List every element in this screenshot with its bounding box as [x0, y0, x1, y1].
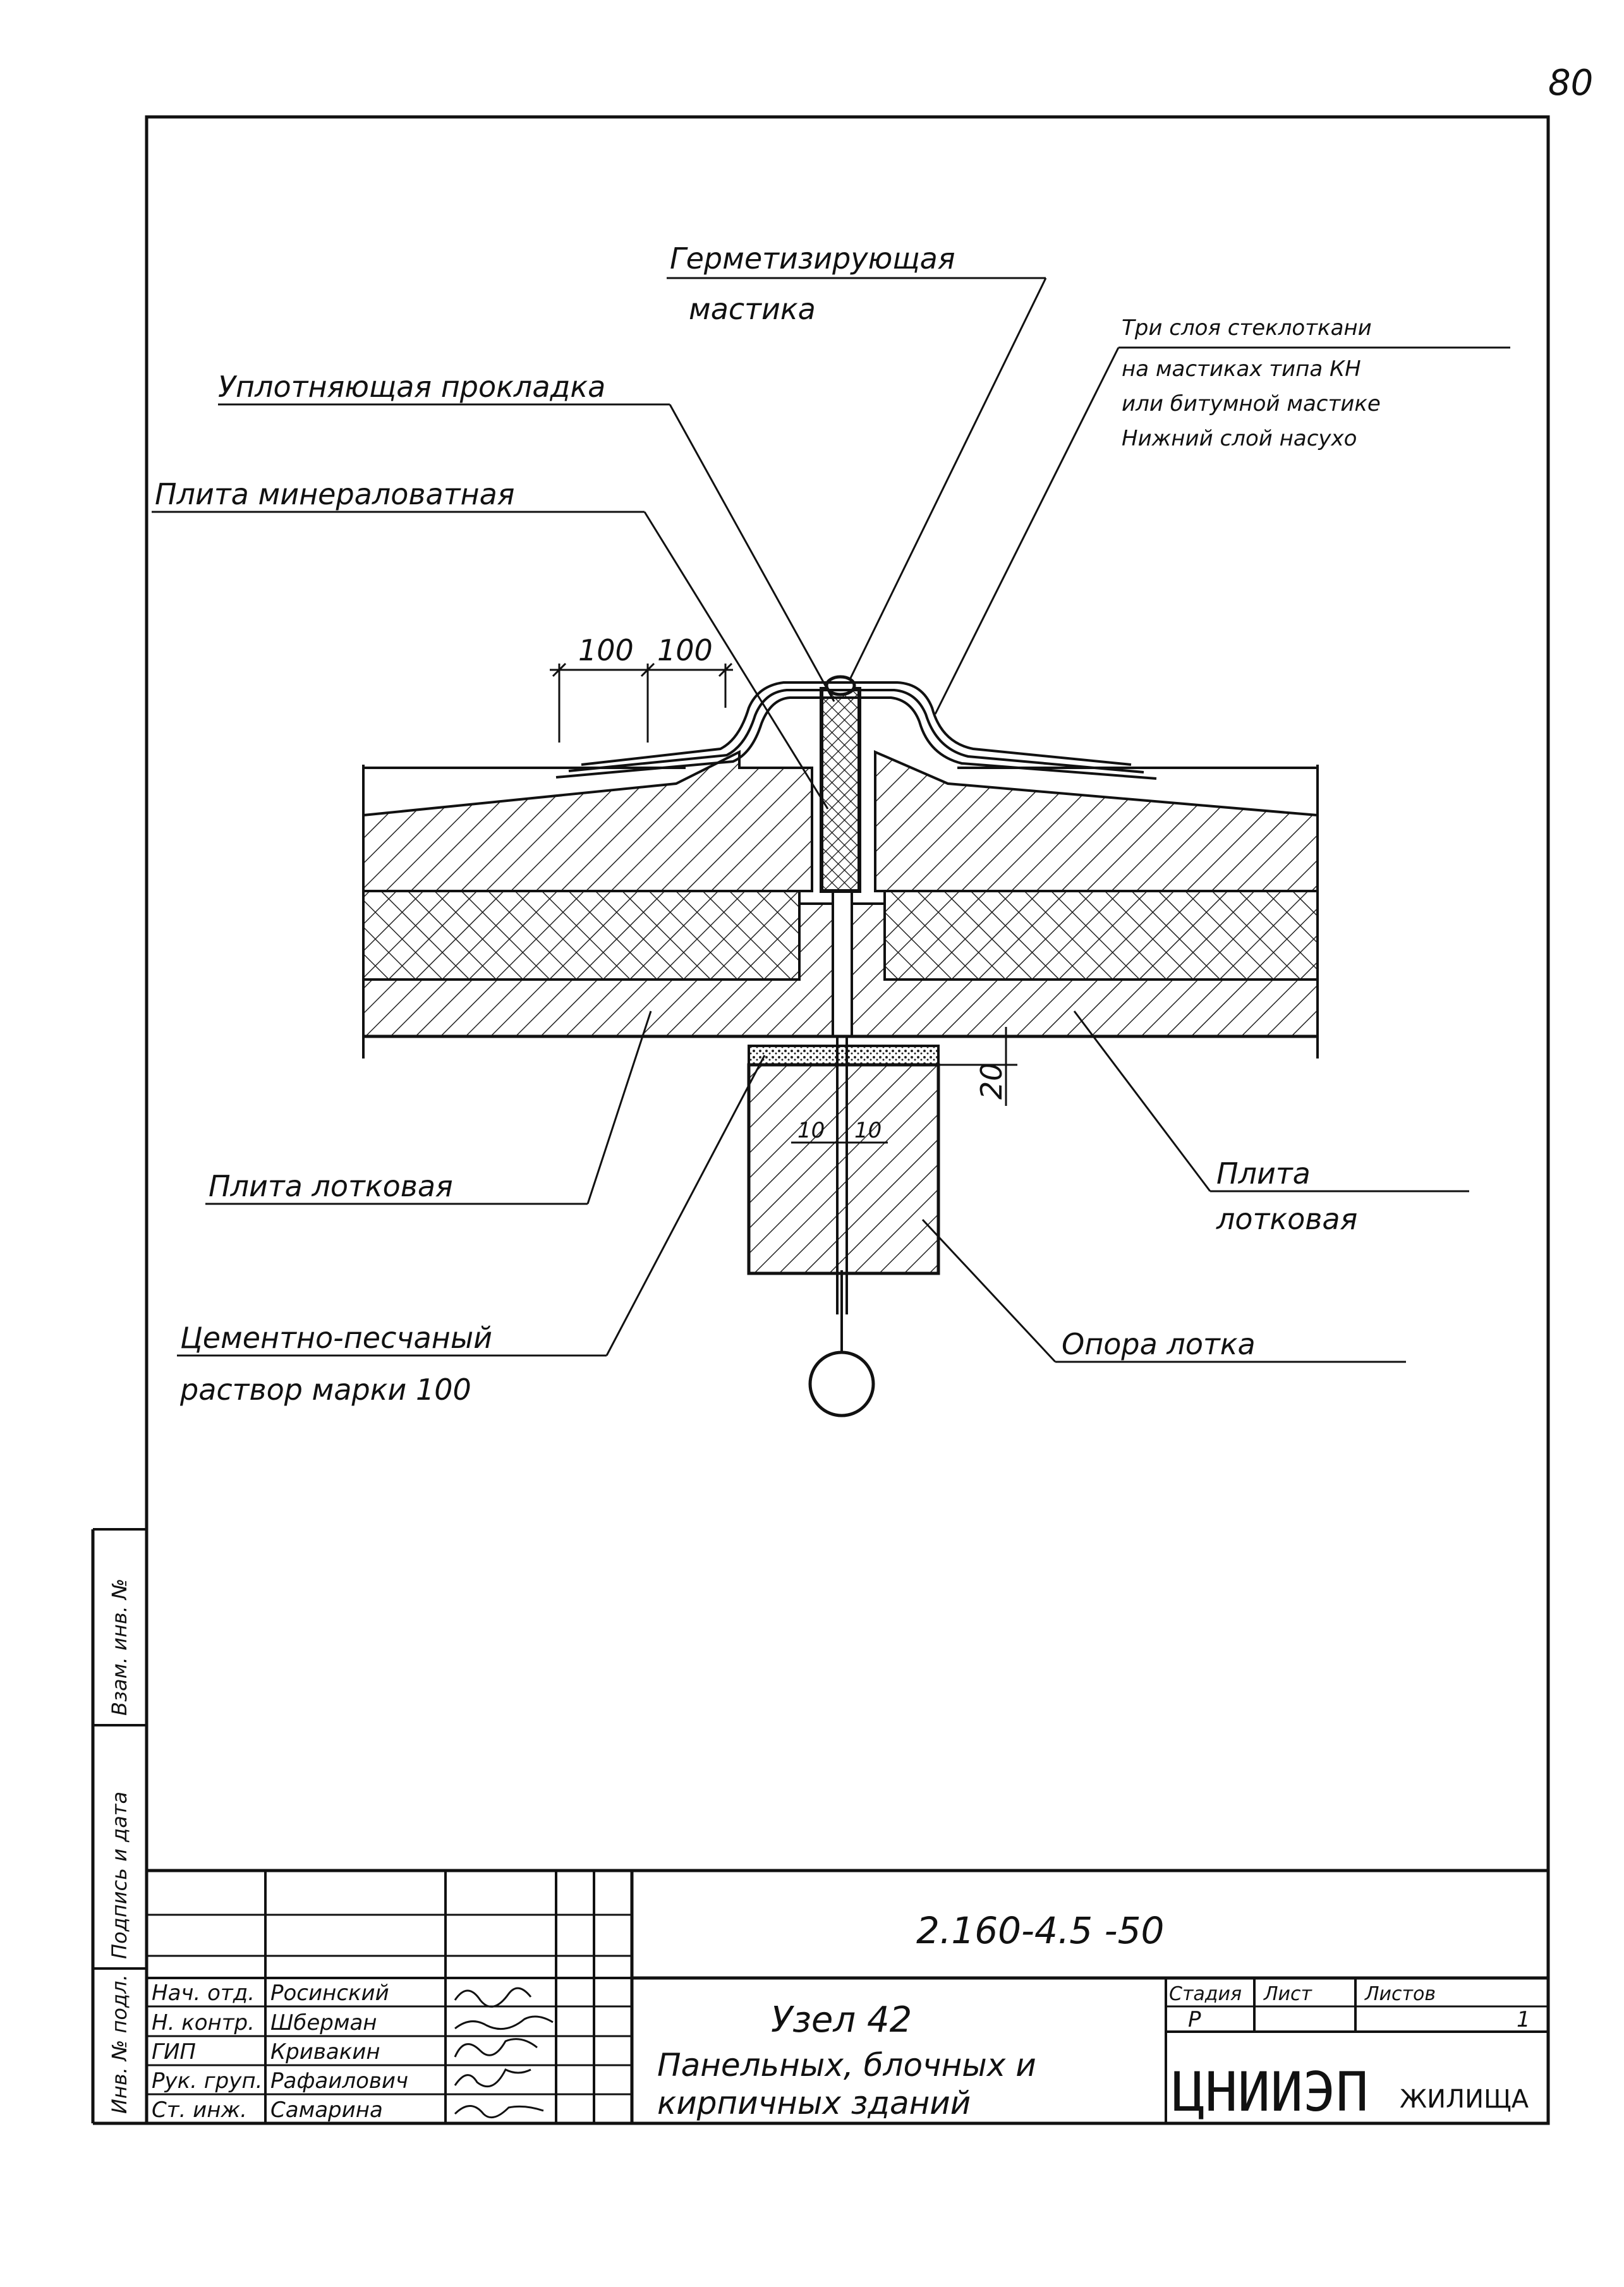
- role-2: Н. контр.: [152, 2010, 255, 2035]
- stamp-replacement-inv: Взам. инв. №: [107, 1579, 131, 1716]
- label-tray-right-line2: лотковая: [1216, 1202, 1357, 1236]
- label-tray-right-line1: Плита: [1216, 1156, 1311, 1191]
- dim-100-right: 100: [657, 633, 713, 667]
- title-block: [147, 1869, 1548, 2123]
- mineral-wool-right: [883, 890, 1319, 981]
- title-block-text: 2.160-4.5 -50 Узел 42 Панельных, блочных…: [152, 1909, 1530, 2124]
- label-gasket: Уплотняющая прокладка: [218, 370, 605, 404]
- dim-10-right: 10: [854, 1118, 882, 1143]
- dim-10-left: 10: [797, 1118, 825, 1143]
- label-glass-line3: или битумной мастике: [1122, 391, 1381, 416]
- role-3: ГИП: [152, 2039, 196, 2065]
- callout-labels: Герметизирующая мастика Три слоя стеклот…: [155, 241, 1381, 1407]
- sheets-header: Листов: [1364, 1983, 1436, 2005]
- org-main: ЦНИИЭП: [1172, 2061, 1369, 2124]
- signature-4: [454, 2068, 531, 2088]
- page-number: 80: [1548, 63, 1593, 104]
- stamp-inv-number: Инв. № подл.: [107, 1974, 131, 2114]
- glass-cloth-layers: [555, 681, 1157, 780]
- name-4: Рафаилович: [270, 2068, 408, 2094]
- sheet-header: Лист: [1263, 1983, 1313, 2005]
- stamp-signature-date: Подпись и дата: [107, 1792, 131, 1959]
- dimensions: [550, 662, 1017, 1144]
- title-line1: Узел 42: [771, 1999, 912, 2041]
- doc-code: 2.160-4.5 -50: [916, 1909, 1164, 1952]
- sealing-gasket: [820, 687, 861, 893]
- dim-100-left: 100: [578, 633, 634, 667]
- label-sealant-line2: мастика: [689, 292, 816, 326]
- label-mortar-line1: Цементно-песчаный: [180, 1321, 492, 1355]
- signature-5: [454, 2105, 544, 2119]
- name-1: Росинский: [270, 1981, 389, 2006]
- hanger-ring: [808, 1350, 875, 1417]
- stage-value: Р: [1188, 2007, 1201, 2032]
- mortar-bed: [748, 1045, 940, 1066]
- joint-section: [362, 675, 1319, 1417]
- role-1: Нач. отд.: [152, 1981, 255, 2006]
- label-glass-line1: Три слоя стеклоткани: [1122, 315, 1372, 341]
- signature-2: [454, 2015, 554, 2030]
- label-glass-line4: Нижний слой насухо: [1122, 426, 1357, 451]
- screed-left: [362, 749, 813, 892]
- label-support: Опора лотка: [1062, 1327, 1256, 1361]
- title-line2: Панельных, блочных и: [657, 2047, 1036, 2084]
- sealant-cap: [825, 675, 856, 696]
- name-3: Кривакин: [270, 2039, 380, 2065]
- label-mineral-wool: Плита минераловатная: [155, 477, 514, 511]
- tray-support: [747, 1063, 940, 1275]
- label-glass-line2: на мастиках типа КН: [1122, 356, 1361, 382]
- mineral-wool-left: [362, 890, 801, 981]
- leader-lines: [152, 277, 1510, 1363]
- signature-3: [454, 2038, 538, 2058]
- role-4: Рук. груп.: [152, 2068, 262, 2094]
- name-2: Шберман: [270, 2010, 377, 2035]
- name-5: Самарина: [270, 2097, 383, 2123]
- dim-20: 20: [974, 1062, 1009, 1100]
- sheet-frame: [145, 115, 1550, 2125]
- org-sub: ЖИЛИЩА: [1400, 2085, 1529, 2114]
- sheets-value: 1: [1517, 2007, 1530, 2032]
- role-5: Ст. инж.: [152, 2097, 247, 2123]
- label-sealant-line1: Герметизирующая: [670, 241, 955, 276]
- stage-header: Стадия: [1169, 1983, 1242, 2005]
- signature-1: [454, 1987, 532, 2008]
- label-tray-left: Плита лотковая: [209, 1169, 453, 1203]
- side-stamps: Инв. № подл. Подпись и дата Взам. инв. №: [107, 1579, 131, 2114]
- label-mortar-line2: раствор марки 100: [179, 1373, 471, 1407]
- title-line3: кирпичных зданий: [657, 2085, 971, 2121]
